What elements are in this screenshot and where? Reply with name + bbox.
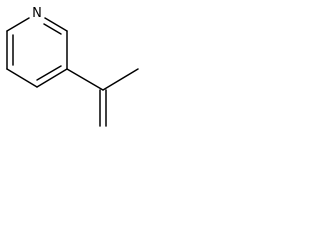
isopropenyl-group	[66, 68, 139, 127]
bond-n-c6-inner	[43, 23, 62, 35]
bond-c5-c4	[36, 68, 68, 88]
bond-n-c6	[44, 17, 68, 32]
bond-c5-c4-inner	[36, 65, 62, 81]
chemical-structure: N	[6, 6, 139, 127]
bond-vinyl-methyl	[102, 68, 139, 91]
nitrogen-atom-label: N	[32, 6, 42, 21]
bond-ring-vinyl	[66, 68, 104, 91]
bond-c4-c3	[6, 68, 38, 88]
pyridine-ring	[6, 17, 68, 88]
bond-c2-n	[6, 17, 30, 32]
